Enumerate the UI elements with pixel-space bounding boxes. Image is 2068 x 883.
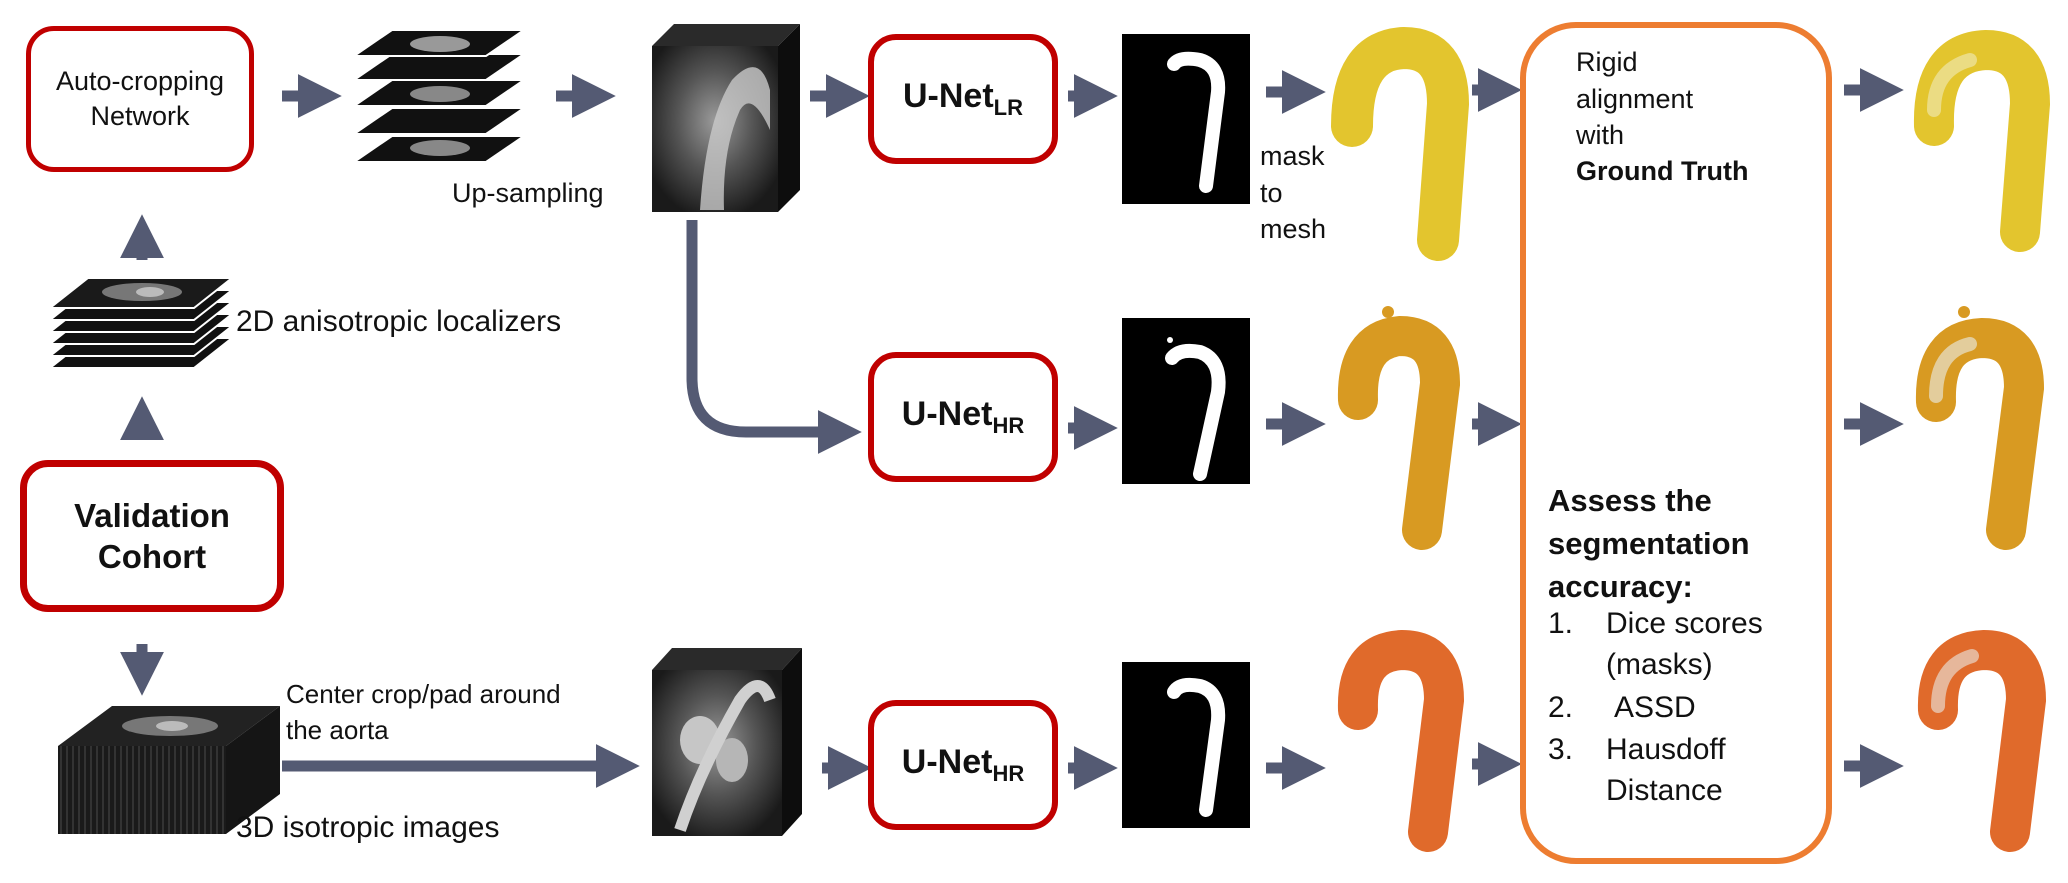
up-sampling-label: Up-sampling: [452, 178, 604, 208]
assess-heading: Assess the segmentation accuracy:: [1548, 483, 1750, 604]
auto-cropping-label: Auto-cropping Network: [55, 65, 225, 131]
metric-item-num-1: 1.: [1548, 607, 1574, 640]
unet-lr-label: U-NetLR: [903, 77, 1023, 120]
upsampled-stack-icon: [350, 29, 528, 163]
aorta-mesh-icon: [1337, 629, 1465, 852]
segmentation-mask-icon: [1122, 318, 1250, 484]
localizer-stack-icon: [47, 277, 235, 369]
isotropic-volume-icon: [58, 706, 280, 834]
unet-hr-node-1: U-NetHR: [868, 352, 1058, 482]
unet-lr-node: U-NetLR: [868, 34, 1058, 164]
localizers-label: 2D anisotropic localizers: [236, 305, 562, 338]
cropped-volume-cube-icon: [652, 648, 802, 836]
ground-truth-text: Ground Truth: [1576, 156, 1749, 186]
aorta-mesh-icon: [1915, 306, 2045, 550]
unet-hr-node-2: U-NetHR: [868, 700, 1058, 830]
rigid-alignment-text: Rigid alignment with: [1576, 47, 1694, 151]
auto-cropping-node: Auto-cropping Network: [26, 26, 254, 172]
segmentation-mask-icon: [1122, 34, 1250, 204]
aorta-mesh-icon: [1337, 306, 1461, 550]
aorta-mesh-icon: [1913, 29, 2051, 252]
aorta-mesh-icon: [1331, 26, 1470, 261]
metric-item-num-3: 3.: [1548, 733, 1574, 766]
validation-cohort-label: Validation Cohort: [74, 496, 230, 575]
unet-hr-label-2: U-NetHR: [901, 743, 1025, 786]
mri-volume-cube-icon: [652, 24, 800, 212]
metric-item-text-2: ASSD: [1614, 691, 1696, 724]
arrow-cube-to-unet-hr1: [686, 220, 862, 454]
aorta-mesh-icon: [1917, 629, 2047, 852]
center-crop-label: Center crop/pad around the aorta: [286, 679, 561, 746]
assessment-panel: [1520, 22, 1832, 864]
iso-images-label: 3D isotropic images: [236, 811, 500, 844]
mask-to-mesh-label: mask to mesh: [1260, 141, 1327, 245]
unet-hr-label-1: U-NetHR: [901, 395, 1025, 438]
metric-item-text-1: Dice scores (masks): [1606, 607, 1763, 681]
metric-item-text-3: Hausdoff Distance: [1606, 733, 1726, 807]
metric-item-num-2: 2.: [1548, 691, 1574, 724]
validation-cohort-node: Validation Cohort: [20, 460, 284, 612]
segmentation-mask-icon: [1122, 662, 1250, 828]
